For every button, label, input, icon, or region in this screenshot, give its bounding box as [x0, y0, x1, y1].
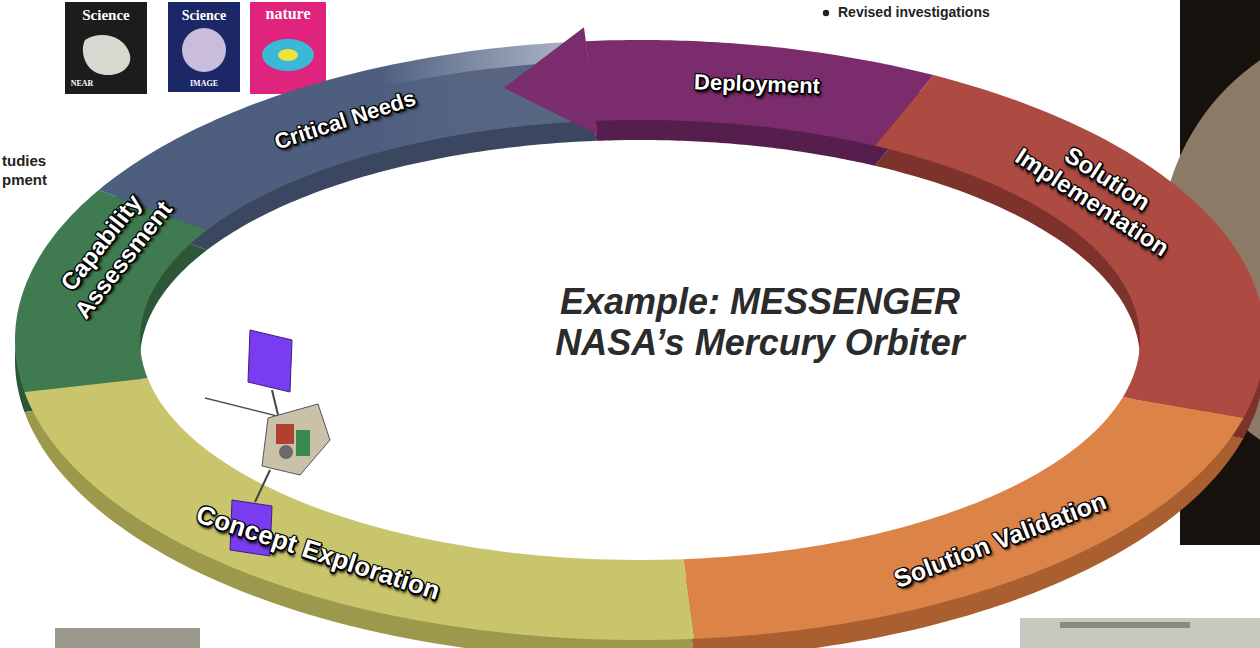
bullet-dot — [823, 10, 829, 16]
asteroid-image — [83, 35, 130, 75]
magazine-cover — [250, 2, 326, 94]
jupiter-image — [278, 49, 298, 61]
arrow-head — [504, 27, 598, 135]
example-title: Example: MESSENGER NASA’s Mercury Orbite… — [525, 281, 995, 364]
cropped-note: pment — [2, 171, 47, 188]
jupiter-image — [262, 39, 314, 71]
cover-text: NEAR — [71, 79, 94, 88]
cropped-note: tudies — [2, 152, 46, 169]
magnetosphere-image — [182, 28, 226, 72]
magazine-title: nature — [265, 5, 310, 23]
magazine-cover — [65, 2, 147, 94]
magazine-title: Science — [82, 7, 129, 24]
photo-detail — [1060, 622, 1190, 628]
magazine-cover — [168, 2, 240, 92]
photo-strip — [1020, 618, 1260, 648]
bullet-note: Revised investigations — [838, 4, 990, 20]
photo-strip — [55, 628, 200, 648]
phase-label: Deployment — [694, 69, 821, 99]
magazine-title: Science — [182, 8, 226, 24]
ring-segment — [875, 75, 1260, 418]
cover-text: IMAGE — [190, 79, 218, 88]
ring-segment — [24, 378, 694, 640]
ring-segment — [586, 40, 934, 146]
ring-segment — [684, 397, 1244, 639]
